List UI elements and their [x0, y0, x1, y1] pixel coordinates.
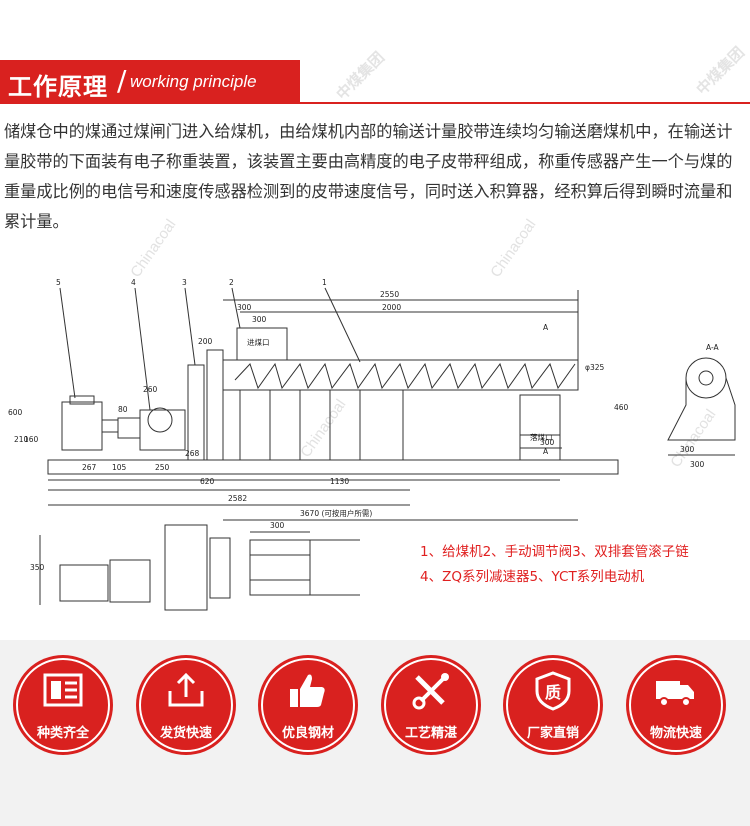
title-divider: / — [117, 64, 127, 97]
svg-text:160: 160 — [24, 435, 39, 444]
quality-shield-icon: 质 — [535, 671, 571, 711]
svg-text:250: 250 — [155, 463, 170, 472]
feature-label: 优良钢材 — [281, 726, 334, 741]
svg-text:300: 300 — [237, 303, 252, 312]
watermark-cn: 中煤集团 — [332, 48, 388, 104]
delivery-truck-icon — [656, 681, 694, 707]
motor — [61, 401, 103, 451]
svg-text:200: 200 — [198, 337, 213, 346]
svg-text:1: 1 — [322, 278, 327, 287]
legend-line: 4、ZQ系列减速器5、YCT系列电动机 — [420, 569, 645, 585]
svg-text:A: A — [543, 323, 549, 332]
svg-text:300: 300 — [690, 460, 705, 469]
feeder-technical-drawing: 5 4 3 2 1 2550 2000 300 300 200 260 80 进… — [8, 278, 736, 611]
plan-trough — [249, 539, 311, 596]
svg-text:4: 4 — [131, 278, 136, 287]
svg-text:600: 600 — [8, 408, 23, 417]
document-grid-icon — [43, 673, 83, 707]
legend-line: 1、给煤机2、手动调节阀3、双排套管滚子链 — [420, 544, 689, 560]
svg-text:φ325: φ325 — [585, 363, 604, 372]
feature-label: 种类齐全 — [36, 726, 89, 741]
feature-badge-logistics: 物流快速 — [626, 655, 726, 755]
reducer — [139, 409, 186, 451]
svg-text:2550: 2550 — [380, 290, 399, 299]
thumbs-up-icon — [290, 674, 325, 707]
svg-text:268: 268 — [185, 449, 200, 458]
section-title-cn: 工作原理 — [8, 73, 108, 101]
svg-text:460: 460 — [614, 403, 629, 412]
svg-text:1130: 1130 — [330, 477, 349, 486]
header-underline — [300, 102, 750, 104]
parts-legend: 1、给煤机2、手动调节阀3、双排套管滚子链 4、ZQ系列减速器5、YCT系列电动… — [420, 540, 689, 590]
feature-badge-fast-shipping: 发货快速 — [136, 655, 236, 755]
svg-text:300: 300 — [680, 445, 695, 454]
svg-text:3: 3 — [182, 278, 187, 287]
section-screw-circle — [685, 357, 727, 399]
svg-text:300: 300 — [252, 315, 267, 324]
svg-text:300: 300 — [270, 521, 285, 530]
section-title-en: working principle — [130, 72, 257, 91]
svg-text:300: 300 — [540, 438, 555, 447]
plan-motor — [59, 564, 109, 602]
plan-reducer — [164, 524, 208, 611]
section-header: 工作原理 / working principle — [0, 60, 300, 104]
feature-label: 厂家直销 — [526, 726, 579, 741]
svg-text:A-A: A-A — [706, 343, 720, 352]
svg-text:2582: 2582 — [228, 494, 247, 503]
svg-text:620: 620 — [200, 477, 215, 486]
feature-badge-variety: 种类齐全 — [13, 655, 113, 755]
svg-text:80: 80 — [118, 405, 128, 414]
feature-label: 工艺精湛 — [404, 726, 457, 741]
svg-text:2: 2 — [229, 278, 234, 287]
svg-text:105: 105 — [112, 463, 127, 472]
feature-badge-steel: 优良钢材 — [258, 655, 358, 755]
svg-text:210: 210 — [14, 435, 29, 444]
chain-housing — [187, 364, 205, 461]
quality-badge-text: 质 — [545, 683, 561, 702]
svg-text:350: 350 — [30, 563, 45, 572]
svg-text:A: A — [543, 447, 549, 456]
svg-text:2000: 2000 — [382, 303, 401, 312]
svg-text:5: 5 — [56, 278, 61, 287]
outlet — [519, 394, 561, 436]
svg-text:落煤口: 落煤口 — [530, 432, 553, 442]
feature-badge-craft: 工艺精湛 — [381, 655, 481, 755]
svg-text:260: 260 — [143, 385, 158, 394]
intro-paragraph: 储煤仓中的煤通过煤闸门进入给煤机，由给煤机内部的输送计量胶带连续均匀输送磨煤机中… — [4, 122, 733, 231]
wrench-screwdriver-icon — [412, 673, 449, 710]
upload-tray-icon — [168, 672, 204, 707]
feature-label: 物流快速 — [649, 726, 702, 741]
svg-text:267: 267 — [82, 463, 97, 472]
svg-text:进煤口: 进煤口 — [247, 337, 270, 347]
svg-text:3670 (可按用户所需): 3670 (可按用户所需) — [300, 508, 372, 518]
feature-label: 发货快速 — [159, 726, 212, 741]
inlet — [236, 327, 288, 361]
feature-badge-direct-sale: 质 厂家直销 — [503, 655, 603, 755]
features-band — [0, 640, 750, 826]
watermark-cn: 中煤集团 — [692, 43, 748, 99]
base-frame — [47, 459, 619, 475]
